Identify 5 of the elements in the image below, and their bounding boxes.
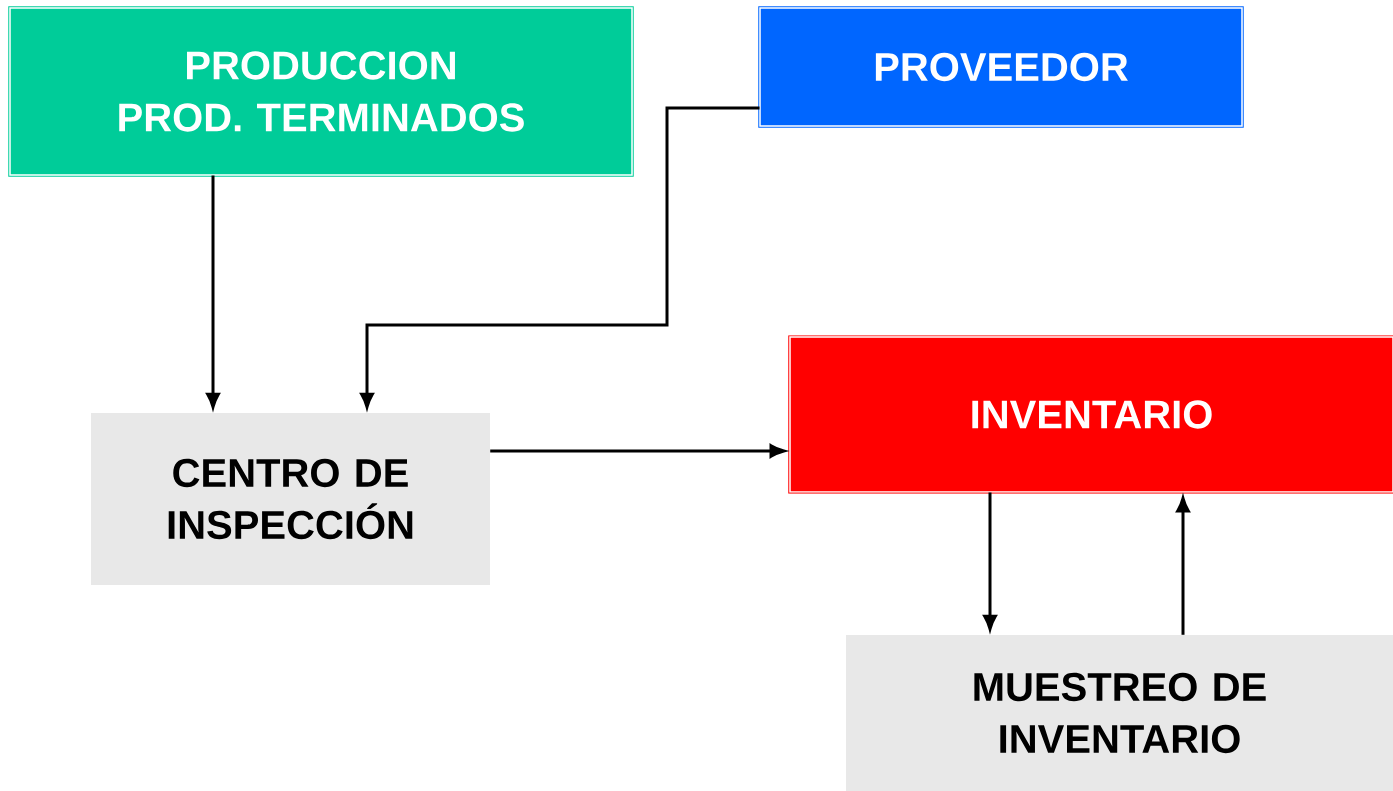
process-box: CENTRO DE INSPECCIÓN: [91, 413, 490, 585]
process-box: INVENTARIO: [788, 335, 1393, 494]
process-box: PRODUCCION PROD. TERMINADOS: [8, 6, 634, 177]
process-box: PROVEEDOR: [758, 6, 1244, 128]
process-box: MUESTREO DE INVENTARIO: [846, 635, 1393, 791]
